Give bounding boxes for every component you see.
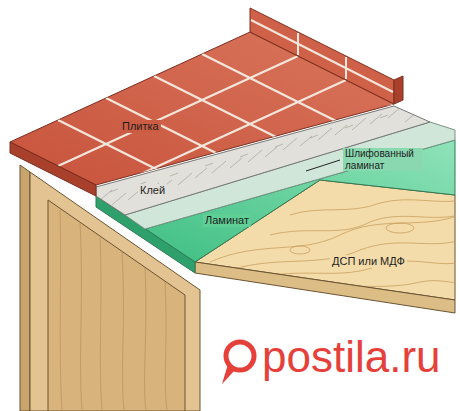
tile-edge bbox=[10, 142, 96, 196]
backsplash-edge bbox=[394, 76, 403, 104]
part-label: ДСП или МДФ bbox=[330, 255, 407, 268]
part-label: Плитка bbox=[120, 120, 161, 133]
backsplash-joints bbox=[251, 20, 393, 92]
part-label: Клей bbox=[138, 184, 167, 197]
leader-line bbox=[306, 160, 340, 171]
cabinet-side bbox=[20, 165, 30, 411]
board-edge bbox=[195, 262, 455, 313]
part-label: Шлифованный ламинат bbox=[343, 148, 423, 171]
part-label: Ламинат bbox=[203, 214, 251, 227]
watermark: postila.ru bbox=[262, 332, 441, 383]
watermark-logo bbox=[222, 342, 254, 384]
backsplash bbox=[250, 8, 394, 104]
